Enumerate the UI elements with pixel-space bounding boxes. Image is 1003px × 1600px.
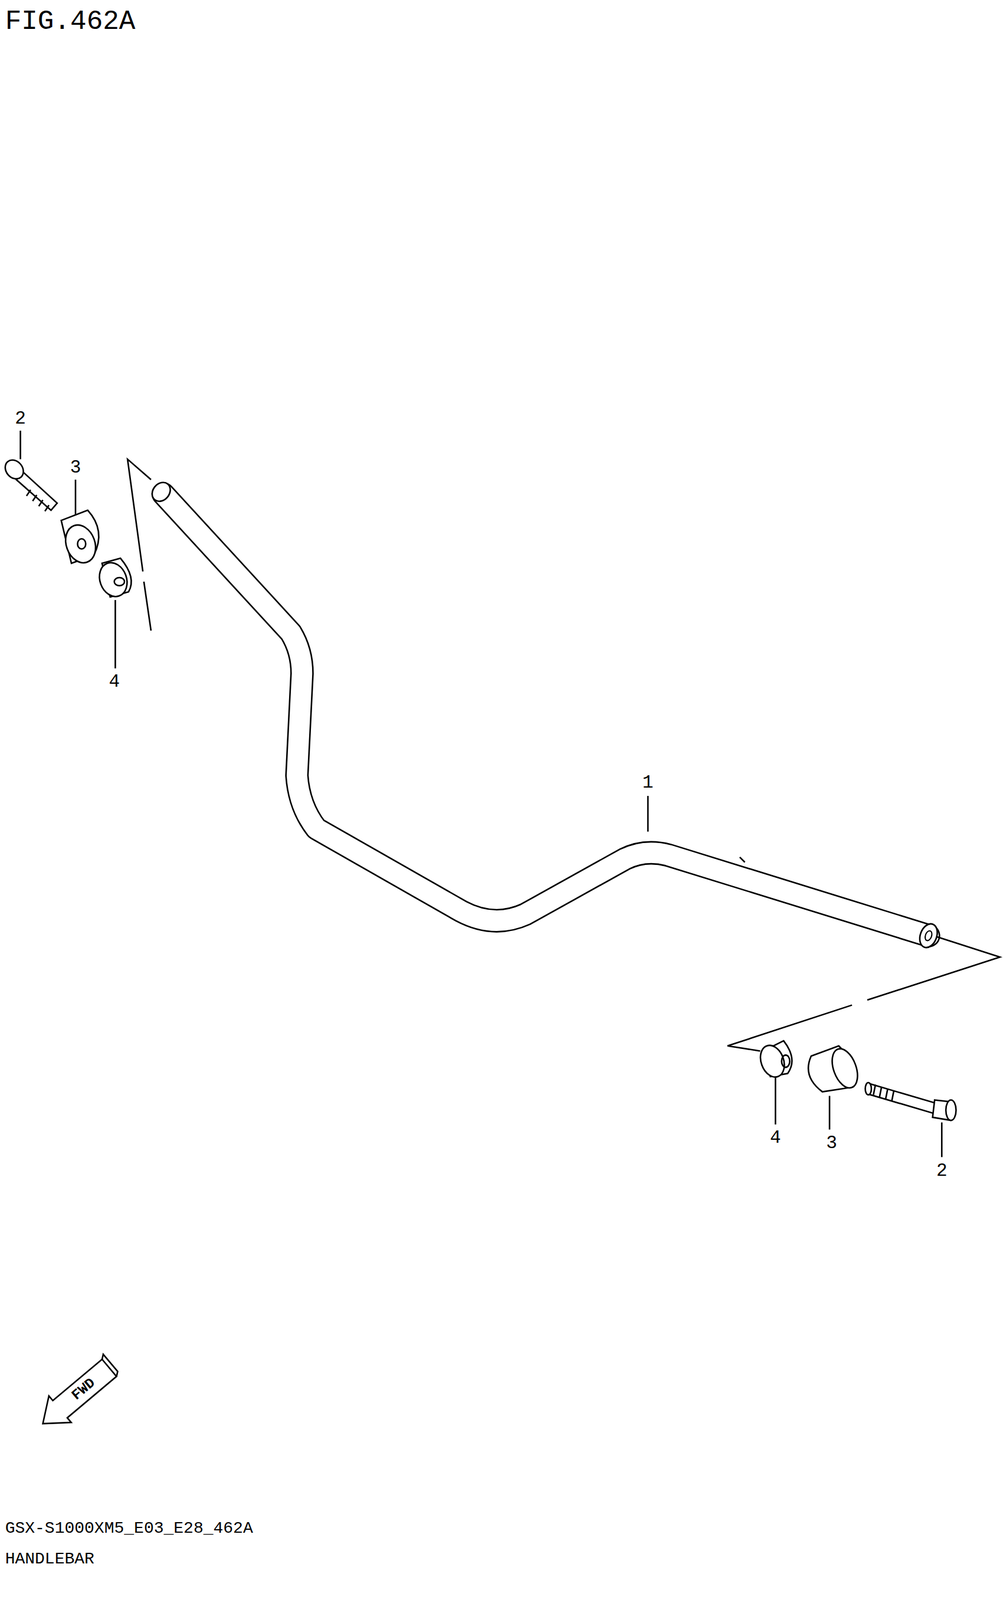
figure-title: FIG.462A: [5, 8, 136, 36]
callout-number: 3: [826, 1133, 838, 1152]
callout-number: 4: [769, 1128, 782, 1147]
figure-code: GSX-S1000XM5_E03_E28_462A: [5, 1520, 254, 1537]
callout-number: 4: [108, 672, 120, 691]
callout-number: 3: [70, 458, 82, 477]
callout-number: 2: [936, 1161, 948, 1180]
figure-caption: HANDLEBAR: [5, 1551, 95, 1568]
callout-number: 2: [14, 409, 26, 428]
callout-number: 1: [642, 773, 654, 792]
